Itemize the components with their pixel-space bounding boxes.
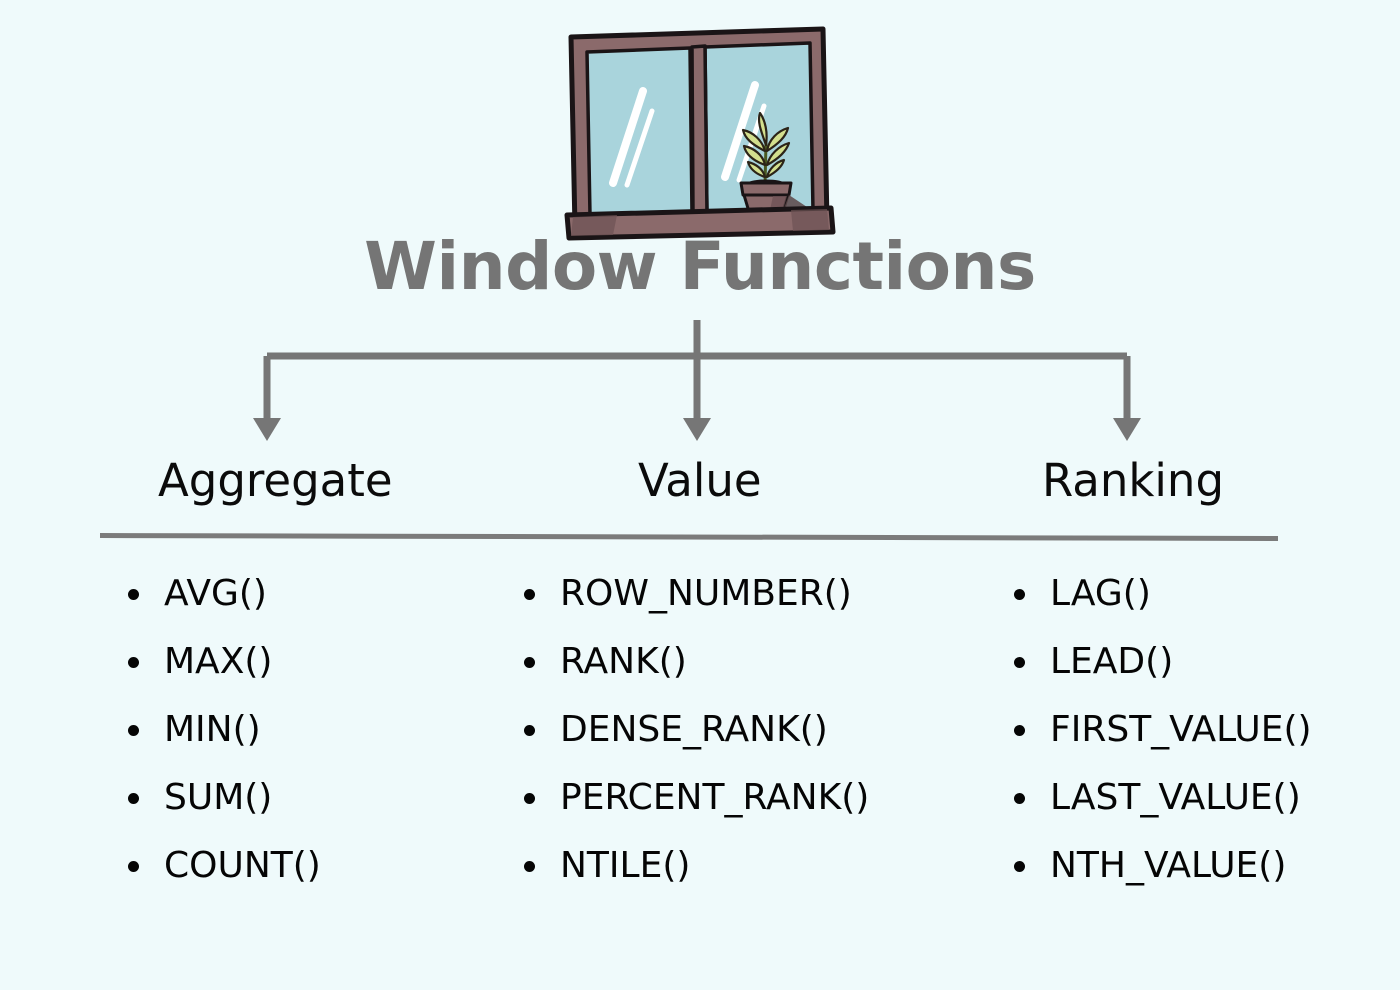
column-header-aggregate: Aggregate [158, 454, 393, 507]
function-list-ranking: LAG() LEAD() FIRST_VALUE() LAST_VALUE() … [1014, 560, 1312, 900]
glass-reflection-left [609, 87, 655, 188]
list-item: RANK() [524, 628, 869, 696]
list-item-label: RANK() [560, 641, 687, 682]
list-item-label: ROW_NUMBER() [560, 573, 852, 614]
page-title: Window Functions [364, 228, 1036, 305]
list-item-label: NTH_VALUE() [1050, 845, 1287, 886]
potted-plant-icon [739, 111, 793, 227]
list-item-label: AVG() [164, 573, 267, 614]
list-item: PERCENT_RANK() [524, 764, 869, 832]
bullet-icon [524, 792, 535, 804]
list-item: MIN() [128, 696, 321, 764]
list-item: DENSE_RANK() [524, 696, 869, 764]
list-item: LAST_VALUE() [1014, 764, 1312, 832]
list-item: COUNT() [128, 832, 321, 900]
window-sill [564, 205, 836, 241]
bullet-icon [128, 860, 139, 872]
arrow-head-right [1113, 418, 1141, 441]
column-header-ranking: Ranking [1042, 454, 1225, 507]
list-item-label: NTILE() [560, 845, 691, 886]
column-headers: Aggregate Value Ranking [0, 458, 1400, 518]
list-item-label: PERCENT_RANK() [560, 777, 870, 818]
bullet-icon [1014, 656, 1025, 668]
bullet-icon [128, 656, 139, 668]
list-item-label: MAX() [164, 641, 273, 682]
list-item: FIRST_VALUE() [1014, 696, 1312, 764]
bullet-icon [1014, 792, 1025, 804]
list-item-label: FIRST_VALUE() [1050, 709, 1312, 750]
bullet-icon [128, 724, 139, 736]
list-item: MAX() [128, 628, 321, 696]
function-list-value: ROW_NUMBER() RANK() DENSE_RANK() PERCENT… [524, 560, 869, 900]
list-item-label: MIN() [164, 709, 261, 750]
list-item-label: LAG() [1050, 573, 1151, 614]
window-mullion [690, 44, 709, 216]
list-item: LAG() [1014, 560, 1312, 628]
window-pane-left [585, 46, 694, 217]
list-item-label: DENSE_RANK() [560, 709, 828, 750]
list-item-label: LAST_VALUE() [1050, 777, 1301, 818]
window-with-plant-illustration [564, 25, 836, 241]
bullet-icon [1014, 588, 1025, 600]
plant-pot-rim [739, 181, 793, 197]
bullet-icon [1014, 860, 1025, 872]
list-item: NTILE() [524, 832, 869, 900]
list-item-label: LEAD() [1050, 641, 1174, 682]
list-item-label: SUM() [164, 777, 273, 818]
function-list-aggregate: AVG() MAX() MIN() SUM() COUNT() [128, 560, 321, 900]
list-item-label: COUNT() [164, 845, 321, 886]
bullet-icon [524, 724, 535, 736]
list-item: LEAD() [1014, 628, 1312, 696]
list-item: AVG() [128, 560, 321, 628]
arrow-head-left [253, 418, 281, 441]
column-header-value: Value [638, 454, 762, 507]
list-item: NTH_VALUE() [1014, 832, 1312, 900]
bullet-icon [128, 792, 139, 804]
bullet-icon [524, 860, 535, 872]
list-item: SUM() [128, 764, 321, 832]
bullet-icon [524, 656, 535, 668]
header-divider [100, 533, 1278, 541]
branch-connector [0, 310, 1400, 450]
bullet-icon [128, 588, 139, 600]
bullet-icon [1014, 724, 1025, 736]
arrow-head-center [683, 418, 711, 441]
bullet-icon [524, 588, 535, 600]
list-item: ROW_NUMBER() [524, 560, 869, 628]
